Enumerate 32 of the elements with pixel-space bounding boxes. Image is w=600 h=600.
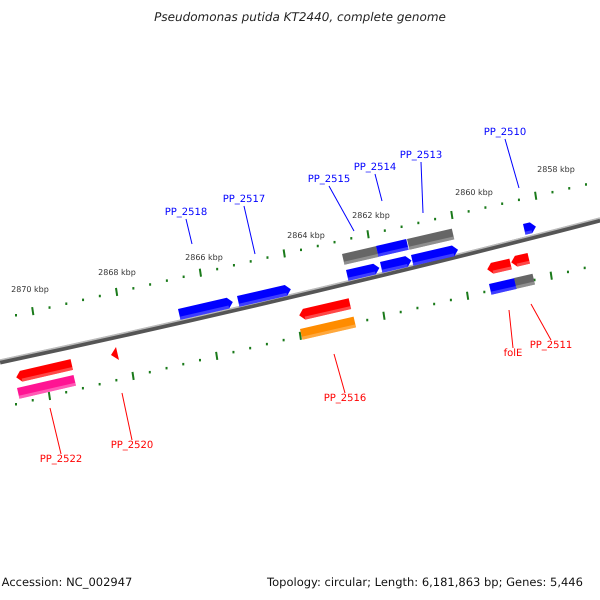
tick-label: 2862 kbp	[352, 211, 390, 221]
tick-label: 2870 kbp	[11, 285, 49, 295]
footer-text: Topology: circular; Length: 6,181,863 bp; Genes: 5,446	[267, 575, 583, 589]
leader-line	[420, 162, 424, 214]
leader-line	[508, 310, 514, 348]
gene-label: PP_2518	[164, 207, 208, 219]
tick-label: 2858 kbp	[537, 165, 575, 175]
gene-label: folE	[504, 348, 522, 360]
gene-label: PP_2517	[222, 194, 266, 206]
leader-line	[122, 392, 132, 440]
tick-label: 2864 kbp	[287, 231, 325, 241]
leader-line	[374, 174, 382, 202]
gene-label: PP_2511	[530, 340, 572, 352]
tick-label: 2866 kbp	[185, 253, 223, 263]
footer-text: Accession: NC_002947	[2, 575, 132, 589]
diagram-title: Pseudomonas putida KT2440, complete genome	[154, 10, 446, 24]
gene-label: PP_2516	[324, 393, 366, 405]
leader-line	[244, 206, 256, 254]
gene-label: PP_2513	[400, 150, 442, 162]
leader-line	[504, 138, 520, 188]
tick-label: 2868 kbp	[98, 268, 136, 278]
gene-label: PP_2514	[354, 162, 396, 174]
leader-line	[186, 218, 192, 244]
gene-label: PP_2515	[308, 174, 350, 186]
tick-label: 2860 kbp	[455, 188, 493, 198]
gene-label: PP_2510	[484, 127, 526, 139]
gene-label: PP_2520	[110, 440, 154, 452]
leader-line	[328, 186, 354, 232]
leader-line	[50, 408, 62, 454]
gene-label: PP_2522	[40, 454, 82, 466]
leader-line	[530, 304, 552, 340]
leader-line	[334, 354, 346, 394]
